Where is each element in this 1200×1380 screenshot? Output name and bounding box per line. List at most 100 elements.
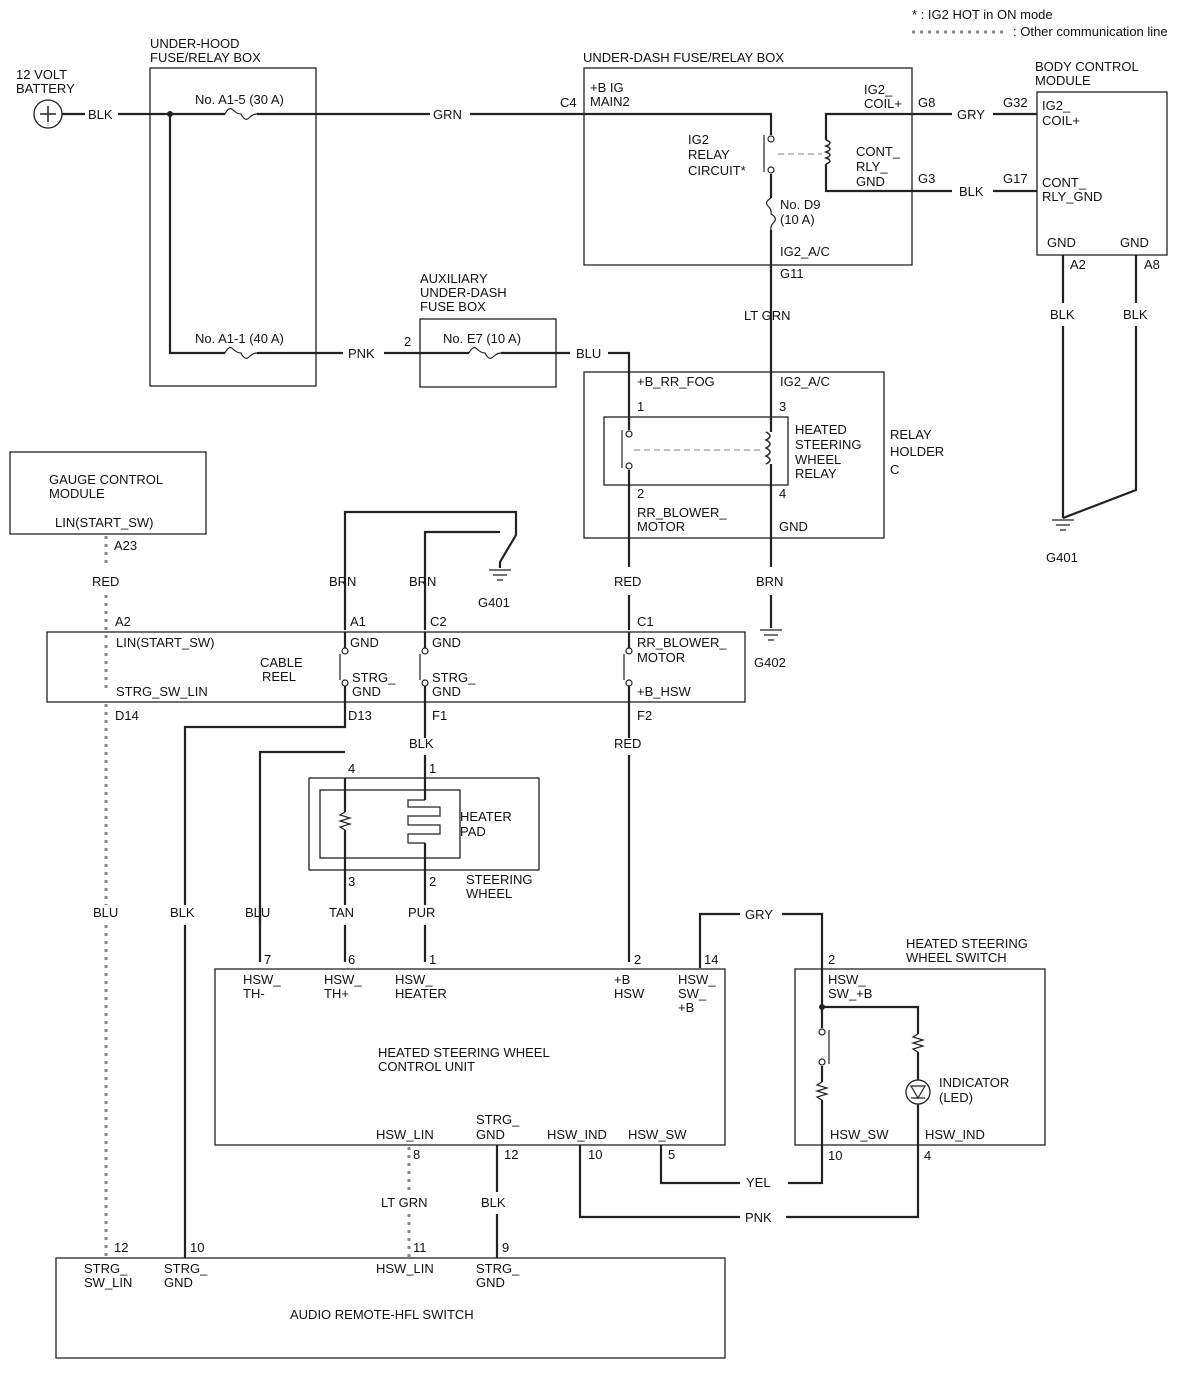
wire-pnk-label: PNK [348,346,375,361]
cr-pin-c2: C2 [430,614,447,629]
wire-brn-3: BRN [756,574,783,589]
legend-note-comm-line: : Other communication line [1013,24,1168,39]
wire-gry-switch: GRY [745,907,773,922]
cu-th-plus-2: TH+ [324,986,349,1001]
wire-tan: TAN [329,905,354,920]
wire-blk-f1: BLK [409,736,434,751]
switch-pin-2: 2 [828,952,835,967]
gauge-box-outline [9,451,207,535]
sw-label-2: WHEEL [466,886,512,901]
wire-blk-bottom: BLK [481,1195,506,1210]
rh-relay-name-1: HEATED [795,422,847,437]
rh-relay-name-4: RELAY [795,466,837,481]
ig2-relay-label-2: RELAY [688,147,730,162]
switch-swb-2: SW_+B [828,986,872,1001]
bcm-coil-2: COIL+ [1042,113,1080,128]
wire-ltgrn-bottom: LT GRN [381,1195,427,1210]
under-dash-box-outline [583,67,913,266]
battery-wire-color: BLK [88,107,113,122]
wire-grn-label: GRN [433,107,462,122]
battery-label-1: 12 VOLT [16,67,67,82]
indicator-led-icon [905,1079,931,1105]
audio-gnd2-2: GND [476,1275,505,1290]
cr-pin-f2: F2 [637,708,652,723]
bmain2-label-1: +B IG [590,80,624,95]
wire-brn-1: BRN [329,574,356,589]
cu-pin-7: 7 [264,952,271,967]
switch-label-2: WHEEL SWITCH [906,950,1007,965]
cu-pin-2: 2 [634,952,641,967]
cu-hsw-ind: HSW_IND [547,1127,607,1142]
cu-th-minus-1: HSW_ [243,972,281,987]
cr-pin-a2: A2 [115,614,131,629]
sw-pin-1: 1 [429,761,436,776]
audio-box-outline [55,1257,726,1359]
rh-blower-1: RR_BLOWER_ [637,505,727,520]
audio-title: AUDIO REMOTE-HFL SWITCH [290,1307,474,1322]
cr-lin: LIN(START_SW) [116,635,214,650]
wire-red-blower: RED [614,574,641,589]
wire-gry-label: GRY [957,107,985,122]
cu-heater-2: HEATER [395,986,447,1001]
cu-strg-2: GND [476,1127,505,1142]
cr-strg-lin: STRG_SW_LIN [116,684,208,699]
cr-gnd-1: GND [350,635,379,650]
indicator-label-2: (LED) [939,1090,973,1105]
legend-note-ig2: * : IG2 HOT in ON mode [912,7,1053,22]
under-dash-title: UNDER-DASH FUSE/RELAY BOX [583,50,784,65]
ground-g401-label: G401 [1046,550,1078,565]
indicator-label-1: INDICATOR [939,1075,1009,1090]
cr-gnd-2: GND [432,635,461,650]
ground-g401-mid-icon [489,569,511,581]
fuse-d9-label-2: (10 A) [780,212,815,227]
audio-pin-10: 10 [190,1240,204,1255]
fuse-a1-5-label: No. A1-5 (30 A) [195,92,284,107]
pin-a2: A2 [1070,257,1086,272]
bfog-label: +B_RR_FOG [637,374,715,389]
fuse-a1-1-icon [224,347,258,359]
under-hood-label-2: FUSE/RELAY BOX [150,50,261,65]
under-hood-box-outline [149,67,317,387]
ground-g402-label: G402 [754,655,786,670]
body-control-module: GRY BLK G32 G17 BODY CONTROL MODULE IG2_… [911,59,1168,565]
cu-pin-12: 12 [504,1147,518,1162]
cr-blower-2: MOTOR [637,650,685,665]
ig2-relay-label-3: CIRCUIT* [688,163,746,178]
bcm-gnd-1: GND [1047,235,1076,250]
cu-swb-3: +B [678,1000,694,1015]
switch-hsw-ind: HSW_IND [925,1127,985,1142]
middle-wiring: RED BRN BRN G401 RED BRN G402 [92,510,786,670]
heater-pad-outline [319,789,461,859]
heated-steering-wheel-switch: HEATED STEERING WHEEL SWITCH HSW_ SW_+B … [786,936,1046,1219]
coil-label-1: IG2_ [864,82,893,97]
pin-g11: G11 [780,266,804,281]
cu-strg-1: STRG_ [476,1112,520,1127]
rh-gnd: GND [779,519,808,534]
cu-pin-10: 10 [588,1147,602,1162]
fuse-e7-label: No. E7 (10 A) [443,331,521,346]
aux-label-3: FUSE BOX [420,299,486,314]
audio-remote-hfl-switch: 12 10 11 9 STRG_ SW_LIN STRG_ GND HSW_LI… [55,1240,726,1359]
rh-holder-label-2: HOLDER [890,444,944,459]
thermistor-icon [337,811,353,831]
wire-blu-th: BLU [245,905,270,920]
relay-holder-c: LT GRN +B_RR_FOG IG2_A/C 1 3 HEATED STEE… [583,308,944,567]
switch-box-outline [794,968,1046,1146]
pin-g3: G3 [918,171,935,186]
cable-reel: A2 A1 C2 C1 LIN(START_SW) GND GND RR_BLO… [46,614,746,723]
cable-reel-outline [46,631,746,703]
bcm-coil-1: IG2_ [1042,98,1071,113]
aux-pin-2: 2 [404,334,411,349]
audio-gnd2-1: STRG_ [476,1261,520,1276]
fuse-a1-5-icon [224,108,258,120]
pin-g17: G17 [1003,171,1028,186]
cont-label-3: GND [856,174,885,189]
wire-blk-label: BLK [959,184,984,199]
pin-a8: A8 [1144,257,1160,272]
wire-blu-lin: BLU [93,905,118,920]
switch-resistor-icon [814,1081,830,1101]
rh-pin-4: 4 [779,486,786,501]
under-hood-label-1: UNDER-HOOD [150,36,240,51]
cu-pin-5: 5 [668,1147,675,1162]
heater-element-icon [407,799,441,844]
